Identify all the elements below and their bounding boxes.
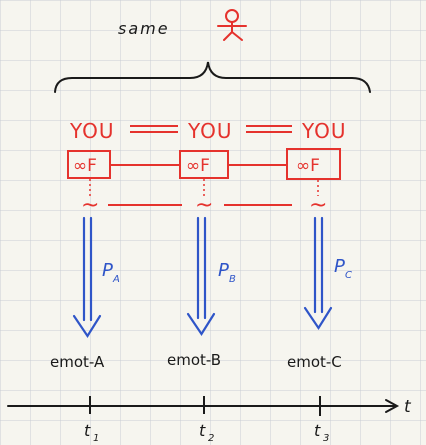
stick-figure-icon: [217, 9, 247, 41]
equals-sign-2: [246, 125, 292, 133]
p-label-a: P: [102, 260, 113, 281]
time-axis-label: t: [404, 397, 412, 417]
same-label: same: [118, 19, 170, 38]
emotion-label-b: emot-B: [167, 351, 221, 369]
tilde-b: ~: [195, 193, 213, 218]
inf-label-a: ∞F: [73, 156, 97, 176]
tick-label-3: t: [314, 421, 321, 440]
p-label-b: P: [218, 260, 229, 281]
arrow-c: [303, 216, 333, 331]
you-label-a: YOU: [69, 119, 115, 143]
p-sub-a: A: [112, 274, 120, 285]
emotion-label-a: emot-A: [50, 353, 105, 371]
p-sub-c: C: [345, 270, 352, 281]
p-sub-b: B: [229, 274, 236, 285]
time-axis: [7, 399, 400, 413]
arrow-b: [186, 216, 216, 337]
tick-sub-1: 1: [93, 433, 99, 444]
tick-sub-3: 3: [323, 433, 329, 444]
you-label-b: YOU: [187, 119, 233, 143]
p-label-c: P: [334, 256, 345, 277]
arrow-a: [72, 216, 102, 339]
tilde-a: ~: [81, 193, 99, 218]
you-label-c: YOU: [301, 119, 347, 143]
curly-brace: [54, 61, 371, 93]
emotion-label-c: emot-C: [287, 353, 342, 371]
tick-label-2: t: [199, 421, 206, 440]
tilde-c: ~: [309, 193, 327, 218]
tick-sub-2: 2: [208, 433, 214, 444]
equals-sign-1: [130, 125, 178, 133]
tick-label-1: t: [84, 421, 91, 440]
inf-label-b: ∞F: [186, 156, 210, 176]
inf-label-c: ∞F: [296, 156, 320, 176]
